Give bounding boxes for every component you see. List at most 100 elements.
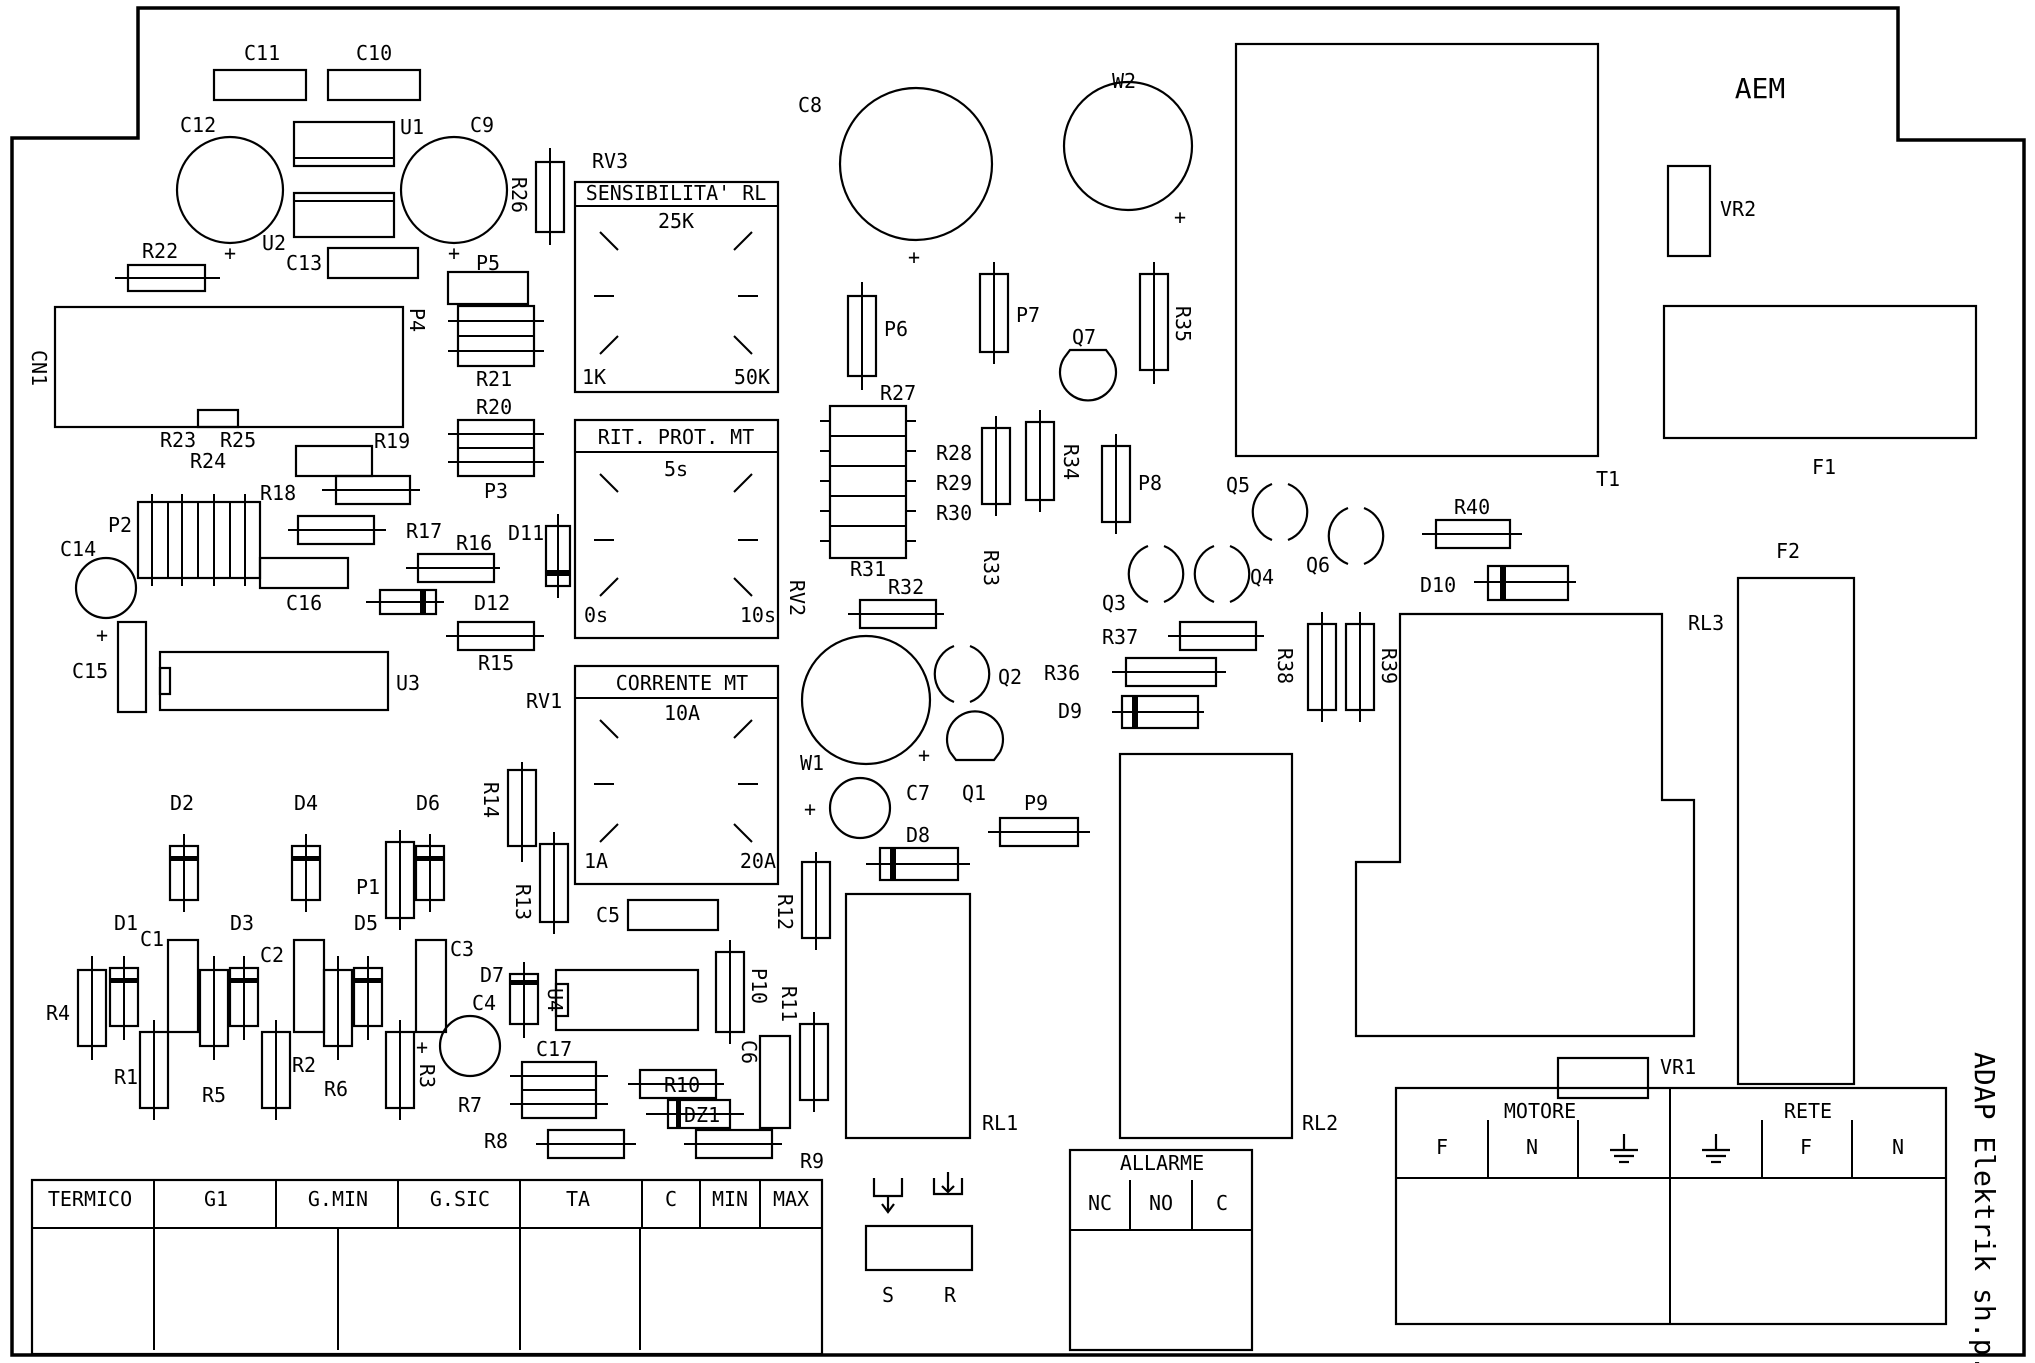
resistor-r10 [638, 1068, 718, 1100]
designator-rl3: RL3 [1688, 611, 1724, 635]
trimmer-rv1 [573, 664, 780, 886]
jumper-r-label: R [944, 1283, 957, 1307]
capacitor-c10 [326, 68, 422, 102]
designator-p6: P6 [884, 317, 908, 341]
resistor-r1 [138, 1030, 170, 1110]
designator-r7: R7 [458, 1093, 482, 1117]
designator-r6: R6 [324, 1077, 348, 1101]
designator-q5: Q5 [1226, 473, 1250, 497]
rete-f: F [1800, 1135, 1812, 1159]
designator-r4: R4 [46, 1001, 70, 1025]
designator-d3: D3 [230, 911, 254, 935]
designator-r28: R28 [936, 441, 972, 465]
jumper-s-arrow-icon [872, 1178, 904, 1214]
designator-r15: R15 [478, 651, 514, 675]
designator-d4: D4 [294, 791, 318, 815]
resistor-r39 [1344, 622, 1376, 712]
transistor-q7 [1058, 357, 1118, 402]
motore-ground-icon [1610, 1134, 1638, 1164]
designator-p5: P5 [476, 251, 500, 275]
diode-d1 [108, 966, 140, 1028]
designator-r35: R35 [1171, 306, 1195, 342]
designator-rl2: RL2 [1302, 1111, 1338, 1135]
designator-r24: R24 [190, 449, 226, 473]
polarity-c12: + [224, 241, 236, 265]
resistor-r36 [1124, 656, 1218, 688]
fuse-f2 [1736, 576, 1856, 1086]
manufacturer-label: ADAP Elektrik sh.p.k. [1968, 1052, 2001, 1363]
designator-r9: R9 [800, 1149, 824, 1173]
designator-p10: P10 [747, 968, 771, 1004]
resistor-r9 [694, 1128, 774, 1160]
designator-c16: C16 [286, 591, 322, 615]
designator-c13: C13 [286, 251, 322, 275]
trimmer-rv3-title: SENSIBILITA' RL [586, 181, 767, 205]
designator-r31: R31 [850, 557, 886, 581]
capacitor-c15 [116, 620, 148, 714]
diode-d7 [508, 972, 540, 1026]
resistor-r33 [980, 426, 1012, 506]
designator-d11: D11 [508, 521, 544, 545]
resistor-r17 [296, 514, 376, 546]
designator-t1: T1 [1596, 467, 1620, 491]
trimmer-rv2-min: 0s [584, 603, 608, 627]
diode-d10 [1486, 564, 1570, 602]
designator-c11: C11 [244, 41, 280, 65]
zener-dz1 [666, 1098, 732, 1130]
designator-r34: R34 [1059, 444, 1083, 480]
terminal-max: MAX [773, 1187, 809, 1211]
transistor-q6 [1327, 506, 1385, 566]
designator-cn1: CN1 [27, 350, 51, 386]
designator-c4: C4 [472, 991, 496, 1015]
relay-rl3 [1354, 612, 1696, 1038]
diode-d2 [168, 844, 200, 902]
resistor-r8 [546, 1128, 626, 1160]
terminal-min: MIN [712, 1187, 748, 1211]
designator-r27: R27 [880, 381, 916, 405]
transistor-q5 [1251, 482, 1309, 542]
designator-r19: R19 [374, 429, 410, 453]
relay-rl1 [844, 892, 972, 1140]
transistor-q3 [1127, 544, 1185, 604]
designator-p9: P9 [1024, 791, 1048, 815]
terminal-block-left [30, 1178, 824, 1356]
designator-r37: R37 [1102, 625, 1138, 649]
designator-p8: P8 [1138, 471, 1162, 495]
jumper-s-label: S [882, 1283, 894, 1307]
designator-r14: R14 [479, 782, 503, 818]
resistor-r3 [384, 1030, 416, 1110]
capacitor-c13 [326, 246, 420, 280]
designator-c7: C7 [906, 781, 930, 805]
resistor-r11 [798, 1022, 830, 1102]
jumper-sr[interactable] [864, 1224, 974, 1272]
designator-r30: R30 [936, 501, 972, 525]
capacitor-c16 [258, 556, 350, 590]
capacitor-c1 [166, 938, 200, 1034]
transistor-q2 [933, 644, 991, 704]
designator-r32: R32 [888, 575, 924, 599]
trimmer-rv1-max: 20A [740, 849, 776, 873]
designator-u2: U2 [262, 231, 286, 255]
designator-r16: R16 [456, 531, 492, 555]
trimpot-p5 [446, 270, 530, 306]
resistor-r32 [858, 598, 938, 630]
designator-r36: R36 [1044, 661, 1080, 685]
transistor-q1 [945, 710, 1005, 753]
jumper-r-arrow-icon [932, 1172, 964, 1196]
resistor-stack-r27-r31 [828, 404, 908, 560]
capacitor-c14 [74, 556, 138, 620]
allarme-nc: NC [1088, 1191, 1112, 1215]
designator-dz1: DZ1 [684, 1103, 720, 1127]
varistor-vr1 [1556, 1056, 1650, 1100]
designator-c8: C8 [798, 93, 822, 117]
resistor-r26 [534, 160, 566, 234]
designator-w2: W2 [1112, 69, 1136, 93]
regulator-u1 [292, 120, 396, 168]
motore-title: MOTORE [1504, 1099, 1576, 1123]
designator-r1: R1 [114, 1065, 138, 1089]
designator-rv3: RV3 [592, 149, 628, 173]
resistor-r12 [800, 860, 832, 940]
regulator-u2 [292, 191, 396, 239]
designator-c10: C10 [356, 41, 392, 65]
